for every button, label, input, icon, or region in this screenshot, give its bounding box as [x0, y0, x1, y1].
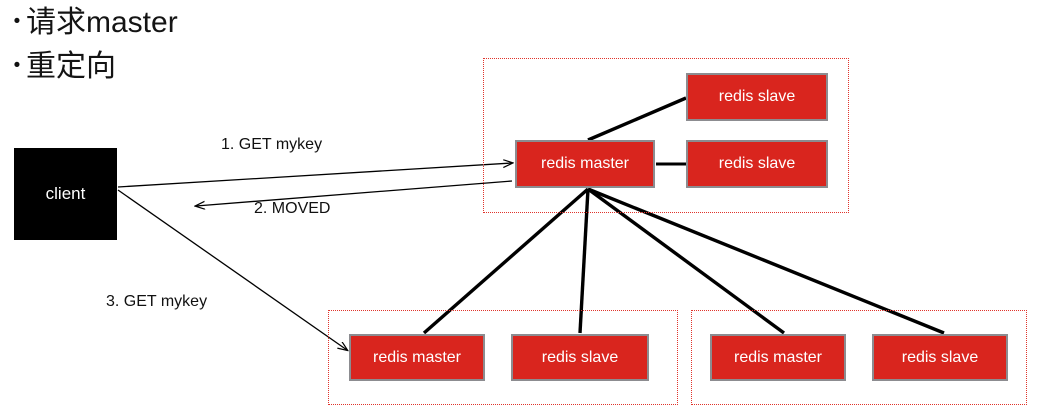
bottom-right-redis-master-label: redis master: [733, 348, 823, 366]
bottom-left-redis-master-node[interactable]: redis master: [349, 334, 485, 381]
flow-label-step-3: 3. GET mykey: [106, 293, 208, 310]
bottom-left-redis-slave-label: redis slave: [541, 348, 619, 366]
client-node-label: client: [45, 184, 86, 203]
top-cluster-group: [483, 58, 849, 213]
top-redis-slave-2-label: redis slave: [718, 155, 796, 172]
bottom-left-redis-master-label: redis master: [372, 348, 462, 366]
bottom-right-redis-slave-node[interactable]: redis slave: [872, 334, 1008, 381]
bullet-list: • 请求master • 重定向: [8, 2, 438, 90]
bullet-dot-icon: •: [13, 11, 21, 32]
top-redis-master-label: redis master: [540, 155, 630, 172]
wire-step2-moved: [196, 180, 513, 206]
bottom-left-redis-slave-node[interactable]: redis slave: [511, 334, 649, 381]
bottom-left-cluster-group: [328, 310, 678, 405]
top-redis-slave-node-1[interactable]: redis slave: [686, 73, 828, 121]
bullet-item-2-label: 重定向: [26, 50, 116, 83]
top-redis-slave-node-2[interactable]: redis slave: [686, 140, 828, 188]
wire-step1-get-mykey: [117, 163, 512, 188]
flow-label-step-2: 2. MOVED: [254, 200, 331, 217]
bottom-right-redis-master-node[interactable]: redis master: [710, 334, 846, 381]
bullet-dot-icon: •: [13, 55, 21, 76]
bottom-right-redis-slave-label: redis slave: [901, 348, 979, 366]
flow-label-step-1: 1. GET mykey: [221, 136, 323, 153]
client-node[interactable]: client: [14, 148, 117, 240]
bullet-item-2: • 重定向: [8, 46, 438, 90]
bottom-right-cluster-group: [691, 310, 1027, 405]
top-redis-master-node[interactable]: redis master: [515, 140, 655, 188]
bullet-item-1-label: 请求master: [26, 6, 178, 39]
top-redis-slave-1-label: redis slave: [718, 88, 796, 105]
bullet-item-1: • 请求master: [8, 2, 438, 46]
